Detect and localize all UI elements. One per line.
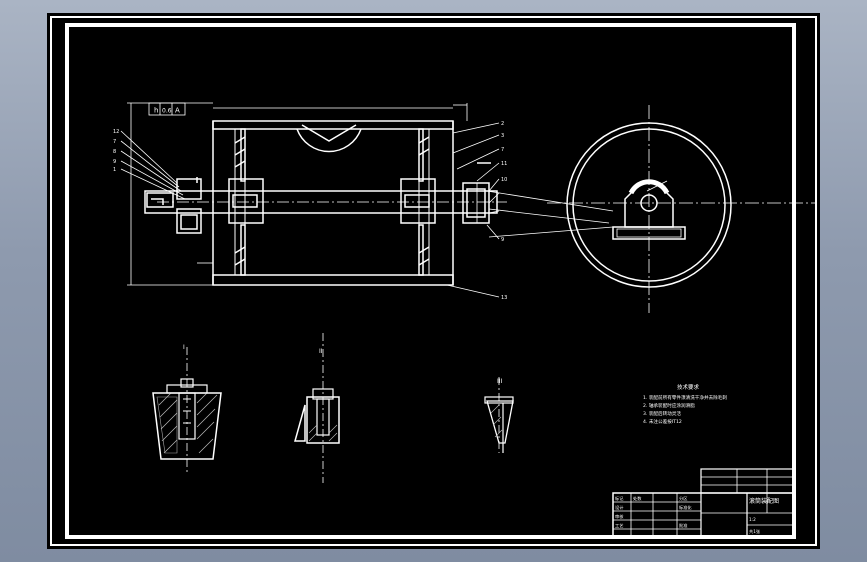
sheet-count: 共1张 [749, 528, 761, 535]
notes-title: 技术要求 [677, 383, 700, 391]
balloon-numbers-left: 12 7 8 9 1 [113, 129, 119, 173]
datum-frame: h 0.6 A [148, 102, 186, 116]
detail-view-2: II [294, 333, 340, 483]
balloon: 12 [113, 129, 119, 135]
note-4: 4. 未注公差按IT12 [643, 418, 682, 425]
detail-view-1: I [152, 344, 222, 473]
outer-border [50, 16, 817, 546]
balloon: 9 [113, 159, 116, 165]
tb-cell: 处数 [633, 495, 642, 502]
cad-drawing-viewport[interactable]: h 0.6 A 2 3 7 11 10 9 13 12 7 8 9 1 [47, 13, 820, 549]
balloon: 1 [113, 167, 116, 173]
datum-ref: A [175, 107, 180, 115]
section-label: III [497, 378, 503, 385]
note-2: 2. 轴承装配时应涂润滑脂 [643, 402, 695, 409]
balloon: 3 [501, 133, 504, 139]
tb-cell: 标记 [615, 495, 624, 502]
balloon: 8 [113, 149, 116, 155]
note-1: 1. 装配前所有零件须清洗干净并去除毛刺 [643, 394, 727, 401]
datum-tolerance: 0.6 [162, 108, 172, 115]
balloon: 7 [501, 147, 504, 153]
detail-view-3: III [484, 377, 514, 453]
title-block [612, 468, 795, 538]
tb-cell: 批准 [679, 522, 687, 529]
balloon: 10 [501, 177, 507, 183]
section-label: II [319, 348, 323, 355]
inner-border [65, 23, 796, 539]
note-3: 3. 装配后转动灵活 [643, 410, 681, 417]
drawing-name: 滚筒装配图 [749, 497, 779, 505]
balloon: 9 [501, 237, 504, 243]
balloon: 7 [113, 139, 116, 145]
tb-cell: 分区 [679, 495, 687, 502]
section-label: I [183, 344, 185, 351]
end-view [547, 105, 817, 313]
tb-cell: 设计 [615, 504, 623, 511]
balloon: 13 [501, 295, 507, 301]
title-block-text: 标记 处数 分区 设计 标准化 审核 工艺 批准 滚筒装配图 1:2 共1张 [615, 495, 779, 535]
datum-symbol: h [154, 107, 158, 115]
balloon-numbers-right: 2 3 7 11 10 9 13 [501, 121, 507, 301]
balloon: 11 [501, 161, 507, 167]
drawing-scale: 1:2 [749, 517, 756, 522]
leader-lines [120, 122, 614, 298]
drawing-canvas: h 0.6 A 2 3 7 11 10 9 13 12 7 8 9 1 [50, 16, 817, 546]
tb-cell: 工艺 [615, 523, 623, 528]
tb-cell: 标准化 [679, 504, 692, 511]
technical-notes: 技术要求 1. 装配前所有零件须清洗干净并去除毛刺 2. 轴承装配时应涂润滑脂 … [643, 383, 727, 425]
tb-cell: 审核 [615, 513, 624, 520]
balloon: 2 [501, 121, 504, 127]
drum-assembly-view [127, 102, 507, 286]
